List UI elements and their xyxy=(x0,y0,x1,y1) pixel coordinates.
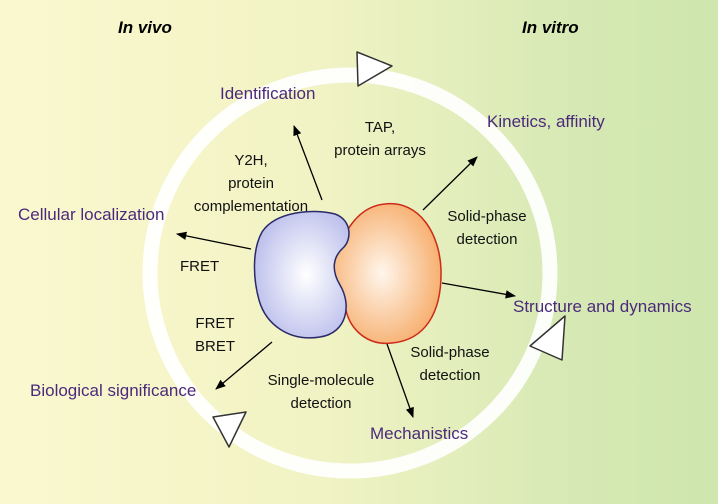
label-mechanistics: Mechanistics xyxy=(370,424,469,443)
method-single-molecule-line-2: detection xyxy=(290,395,352,412)
method-fret-bret-line-1: FRET xyxy=(195,315,235,332)
method-solid-phase-lower-line-2: detection xyxy=(419,367,481,384)
method-y2h: Y2H, protein complementation xyxy=(188,149,314,218)
method-tap-line-2: protein arrays xyxy=(334,142,426,159)
label-identification: Identification xyxy=(220,84,316,103)
arrow-to-identification xyxy=(293,125,323,201)
arrow-to-biological-significance xyxy=(215,341,273,390)
label-structure-dynamics: Structure and dynamics xyxy=(513,297,692,316)
method-y2h-line-1: Y2H, xyxy=(234,152,268,169)
label-kinetics-affinity: Kinetics, affinity xyxy=(487,112,605,131)
ring-arrow-left-icon xyxy=(212,411,247,448)
method-tap-line-1: TAP, xyxy=(364,119,396,136)
method-y2h-line-3: complementation xyxy=(193,198,309,215)
left-protein-shape xyxy=(253,210,350,339)
arrow-to-kinetics xyxy=(422,156,478,211)
ring-arrow-right-icon xyxy=(529,315,566,361)
header-in-vitro: In vitro xyxy=(522,18,579,37)
method-solid-phase-upper-line-2: detection xyxy=(456,231,518,248)
method-fret: FRET xyxy=(180,258,220,275)
method-y2h-line-2: protein xyxy=(228,175,274,192)
method-solid-phase-lower-line-1: Solid-phase xyxy=(410,344,490,361)
header-in-vivo: In vivo xyxy=(118,18,172,37)
ring-arrow-top-icon xyxy=(356,51,393,87)
method-single-molecule: Single-molecule detection xyxy=(258,369,384,415)
cycle-ring xyxy=(142,67,558,479)
label-cellular-localization: Cellular localization xyxy=(18,205,165,224)
method-solid-phase-upper-line-1: Solid-phase xyxy=(447,208,527,225)
label-biological-significance: Biological significance xyxy=(30,381,197,400)
arrow-to-cellular-localization xyxy=(175,231,252,250)
method-solid-phase-upper: Solid-phase detection xyxy=(440,205,534,251)
method-tap: TAP, protein arrays xyxy=(325,116,435,162)
method-single-molecule-line-1: Single-molecule xyxy=(267,372,375,389)
method-fret-bret: FRET BRET xyxy=(192,312,238,358)
method-fret-bret-line-2: BRET xyxy=(194,338,235,355)
arrow-to-structure xyxy=(441,282,517,299)
method-solid-phase-lower: Solid-phase detection xyxy=(403,341,497,387)
arrow-to-mechanistics xyxy=(386,343,414,418)
right-protein-shape xyxy=(333,203,442,344)
